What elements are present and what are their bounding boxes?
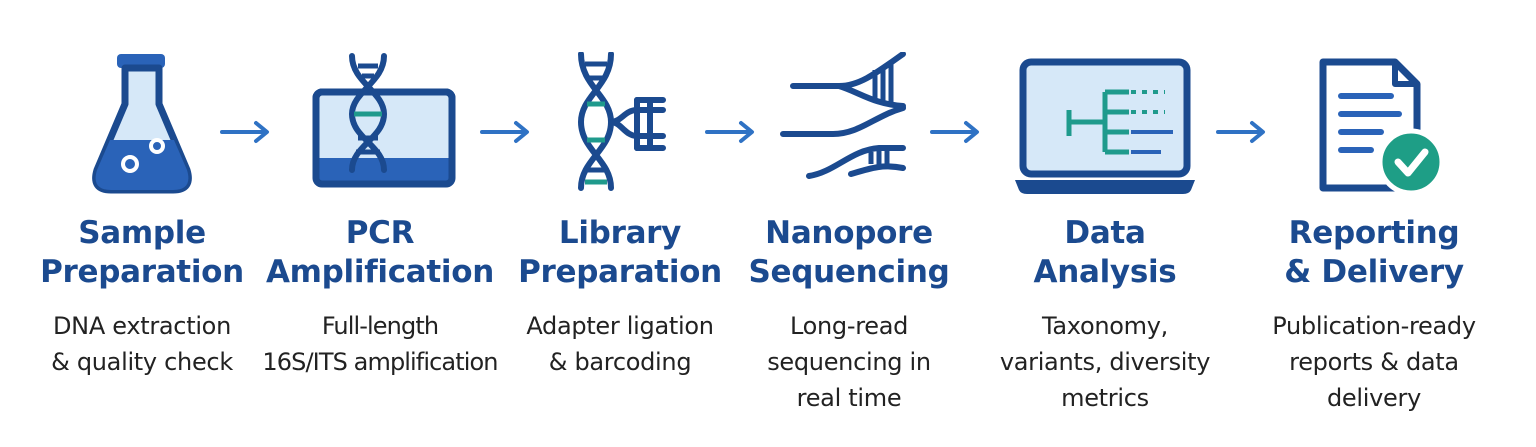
- step-title: Sample Preparation: [30, 214, 254, 292]
- step-desc-line: metrics: [1061, 384, 1149, 412]
- step-pcr-amplification: PCR Amplification Full-length 16S/ITS am…: [262, 0, 499, 447]
- flow-arrow: [705, 119, 757, 149]
- step-title-line: Preparation: [518, 254, 722, 290]
- dna-barcode-icon: [577, 52, 666, 191]
- step-desc-line: reports & data: [1289, 348, 1459, 376]
- step-data-analysis: Data Analysis Taxonomy, variants, divers…: [990, 0, 1220, 447]
- pcr-dna-icon: [312, 53, 456, 188]
- step-desc-line: delivery: [1327, 384, 1421, 412]
- step-title-line: Nanopore: [765, 215, 933, 251]
- step-description: Adapter ligation & barcoding: [508, 308, 732, 380]
- step-description: Long-read sequencing in real time: [740, 308, 958, 416]
- step-description: Full-length 16S/ITS amplification: [262, 308, 498, 380]
- step-title-line: Sample: [78, 215, 206, 251]
- step-desc-line: DNA extraction: [53, 312, 231, 340]
- nanopore-strand-icon: [780, 52, 906, 179]
- step-title-line: Data: [1064, 215, 1146, 251]
- step-desc-line: Full-length: [321, 312, 439, 340]
- step-title: Nanopore Sequencing: [740, 214, 958, 292]
- flow-arrow: [480, 119, 532, 149]
- step-desc-line: Publication-ready: [1272, 312, 1476, 340]
- step-description: Taxonomy, variants, diversity metrics: [990, 308, 1220, 416]
- flow-arrow: [220, 119, 272, 149]
- step-desc-line: real time: [796, 384, 902, 412]
- step-library-preparation: Library Preparation Adapter ligation & b…: [508, 0, 732, 447]
- flask-icon: [92, 54, 192, 194]
- step-desc-line: Taxonomy,: [1042, 312, 1168, 340]
- step-desc-line: & barcoding: [548, 348, 692, 376]
- step-desc-line: 16S/ITS amplification: [262, 348, 498, 376]
- step-title-line: Preparation: [40, 254, 244, 290]
- step-description: Publication-ready reports & data deliver…: [1254, 308, 1494, 416]
- flow-arrow: [1216, 119, 1268, 149]
- step-title: Library Preparation: [508, 214, 732, 292]
- step-desc-line: Adapter ligation: [526, 312, 714, 340]
- step-title-line: Reporting: [1288, 215, 1460, 251]
- step-title-line: & Delivery: [1284, 254, 1464, 290]
- step-title-line: Library: [558, 215, 682, 251]
- step-title-line: Sequencing: [748, 254, 950, 290]
- step-title: Data Analysis: [990, 214, 1220, 292]
- step-title-line: Analysis: [1033, 254, 1177, 290]
- step-desc-line: Long-read: [789, 312, 909, 340]
- step-title-line: PCR: [345, 215, 415, 251]
- step-title: PCR Amplification: [262, 214, 498, 292]
- step-desc-line: sequencing in: [767, 348, 931, 376]
- step-desc-line: & quality check: [51, 348, 233, 376]
- step-sample-preparation: Sample Preparation DNA extraction & qual…: [30, 0, 254, 447]
- step-reporting-delivery: Reporting & Delivery Publication-ready r…: [1254, 0, 1494, 447]
- step-nanopore-sequencing: Nanopore Sequencing Long-read sequencing…: [740, 0, 958, 447]
- flow-arrow: [930, 119, 982, 149]
- step-desc-line: variants, diversity: [999, 348, 1211, 376]
- laptop-tree-icon: [1015, 58, 1195, 194]
- report-check-icon: [1319, 58, 1445, 196]
- step-title: Reporting & Delivery: [1254, 214, 1494, 292]
- step-description: DNA extraction & quality check: [30, 308, 254, 380]
- step-title-line: Amplification: [265, 254, 495, 290]
